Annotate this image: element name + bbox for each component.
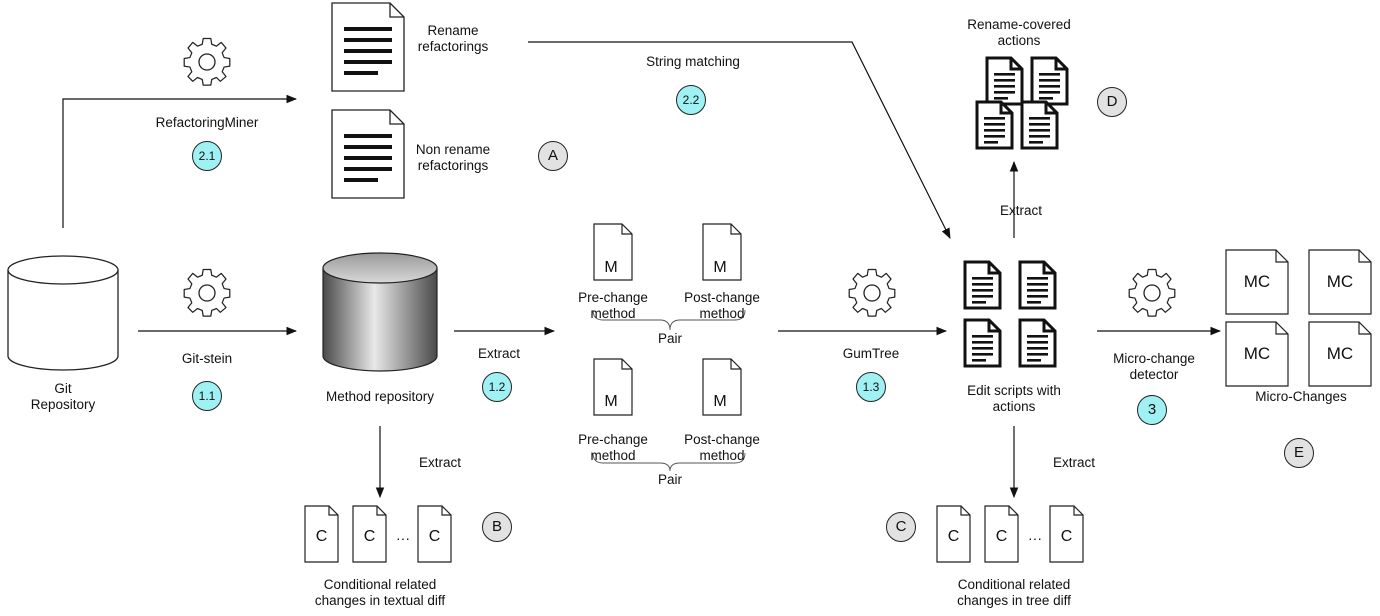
marker-a-badge: A (538, 141, 568, 171)
git-stein-label: Git-stein (181, 351, 233, 366)
non-rename-refactorings-document-icon (331, 109, 405, 199)
pair-label-1: Pair (657, 331, 682, 346)
refactoringminer-gear-icon (183, 37, 231, 86)
step-3-badge: 3 (1137, 395, 1167, 425)
method-doc-letter: M (713, 393, 727, 410)
marker-d-badge: D (1097, 87, 1127, 117)
marker-e-badge: E (1284, 438, 1314, 468)
pair-label-2: Pair (657, 472, 682, 487)
method-repository-label: Method repository (325, 389, 435, 404)
marker-b-badge: B (482, 512, 512, 542)
arrow-to-refactoringminer (62, 94, 298, 228)
method-doc-letter: M (713, 259, 727, 276)
rename-refactorings-document-icon (331, 2, 405, 92)
micro-change-doc-letter: MC (1326, 344, 1354, 363)
extract-label-tree: Extract (1052, 455, 1095, 470)
step-1-1-badge: 1.1 (192, 381, 222, 411)
step-1-3-badge: 1.3 (856, 372, 886, 402)
extract-label-methods: Extract (477, 346, 520, 361)
conditional-doc-letter: C (995, 528, 1008, 545)
method-doc-letter: M (604, 259, 618, 276)
ellipsis-tree: ··· (1028, 530, 1042, 546)
conditional-doc-letter: C (315, 528, 328, 545)
pair-brace-bottom (592, 452, 746, 472)
git-repository-cylinder-icon (7, 255, 119, 371)
micro-change-doc-letter: MC (1326, 272, 1354, 291)
detector-gear-icon (1128, 268, 1176, 317)
marker-c-badge: C (886, 512, 916, 542)
database-icon (322, 252, 438, 372)
extract-label-rename: Extract (999, 203, 1042, 218)
step-2-2-badge: 2.2 (676, 85, 706, 115)
string-matching-label: String matching (646, 54, 740, 69)
refactoringminer-label: RefactoringMiner (155, 115, 259, 130)
conditional-doc-letter: C (428, 528, 441, 545)
rename-covered-actions-icon (975, 56, 1069, 150)
git-stein-gear-icon (183, 268, 231, 317)
edit-scripts-icon (963, 260, 1057, 368)
micro-change-doc-letter: MC (1243, 272, 1271, 291)
pair-brace-top (592, 309, 746, 331)
ellipsis-textual: ··· (396, 530, 410, 546)
method-doc-letter: M (604, 393, 618, 410)
conditional-doc-letter: C (1060, 528, 1073, 545)
conditional-doc-letter: C (363, 528, 376, 545)
micro-change-doc-letter: MC (1243, 344, 1271, 363)
micro-changes-label: Micro-Changes (1255, 389, 1347, 404)
conditional-doc-letter: C (947, 528, 960, 545)
arrow-string-matching (528, 41, 951, 239)
extract-label-textual: Extract (418, 455, 461, 470)
micro-change-docs-icon (1225, 249, 1372, 387)
step-2-1-badge: 2.1 (192, 141, 222, 171)
step-1-2-badge: 1.2 (482, 372, 512, 402)
gumtree-label: GumTree (842, 346, 900, 361)
gumtree-gear-icon (848, 268, 896, 317)
